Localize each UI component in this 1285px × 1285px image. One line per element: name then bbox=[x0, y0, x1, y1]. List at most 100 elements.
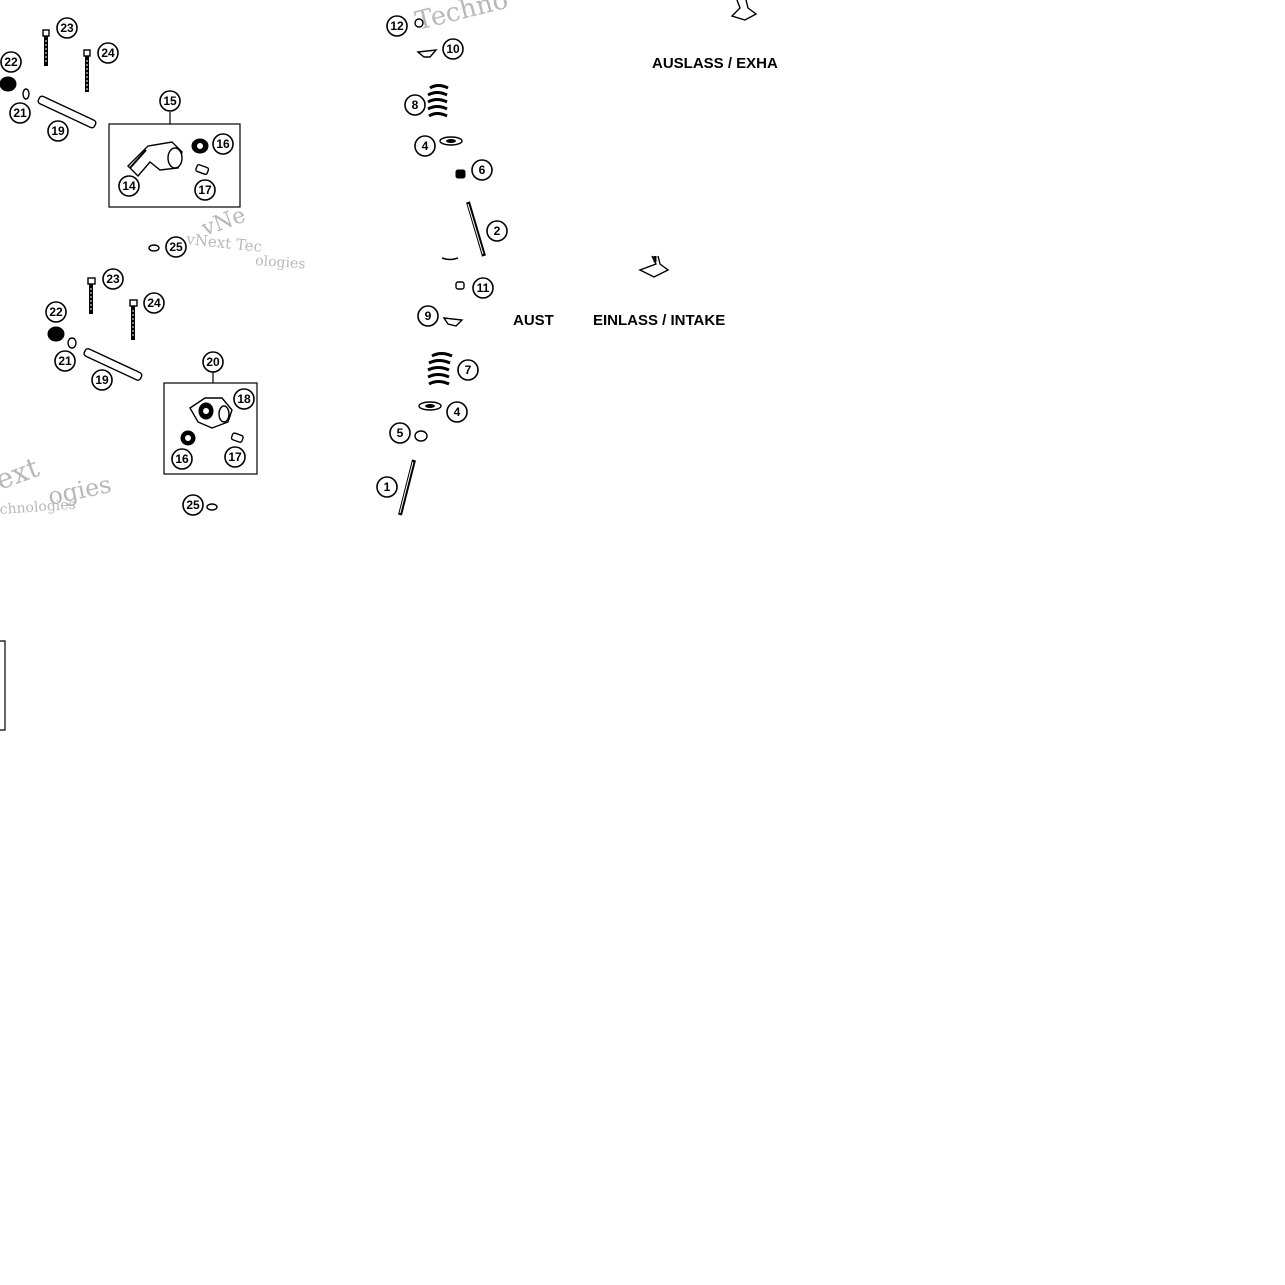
callout: 24 bbox=[97, 42, 119, 64]
rocker-arm-part bbox=[127, 141, 183, 178]
callout-number: 5 bbox=[397, 426, 404, 440]
callout-number: 10 bbox=[446, 42, 460, 56]
callout: 4 bbox=[446, 401, 468, 423]
bolt-part bbox=[83, 49, 91, 92]
callout: 1 bbox=[376, 476, 398, 498]
valve-keeper-part bbox=[414, 18, 424, 28]
callout: 10 bbox=[442, 38, 464, 60]
callout: 6 bbox=[471, 159, 493, 181]
callout: 21 bbox=[54, 350, 76, 372]
exhaust-label: AUSLASS / EXHA bbox=[652, 55, 778, 72]
stem-seal-part bbox=[414, 430, 428, 442]
callout: 24 bbox=[143, 292, 165, 314]
callout-number: 4 bbox=[454, 405, 461, 419]
watermark-text: chnologies bbox=[0, 497, 76, 518]
callout-number: 2 bbox=[494, 224, 501, 238]
callout-number: 15 bbox=[163, 94, 177, 108]
callout: 25 bbox=[165, 236, 187, 258]
watermark-group: Techno vNext Tec vNe ologies ext chnolog… bbox=[0, 0, 511, 518]
pin-part bbox=[148, 244, 160, 252]
callout: 12 bbox=[386, 15, 408, 37]
pin-part bbox=[206, 503, 218, 511]
bolt-part bbox=[129, 299, 138, 340]
callout-number: 21 bbox=[13, 106, 27, 120]
callout-number: 11 bbox=[477, 281, 490, 295]
callout-number: 19 bbox=[95, 373, 109, 387]
callout-number: 23 bbox=[60, 21, 74, 35]
callout: 9 bbox=[417, 305, 439, 327]
callout: 14 bbox=[118, 175, 140, 197]
callout-number: 8 bbox=[412, 98, 419, 112]
callout-number: 14 bbox=[122, 179, 136, 193]
o-ring-part bbox=[67, 337, 77, 349]
exhaust-partial-label: AUST bbox=[513, 312, 554, 329]
callout-number: 25 bbox=[186, 498, 200, 512]
rocker-shaft-part bbox=[37, 95, 97, 129]
callout: 20 bbox=[202, 351, 224, 373]
bolt-part bbox=[42, 29, 50, 66]
rocker-arm-part bbox=[189, 397, 233, 429]
valve-spring-part bbox=[427, 84, 449, 118]
pin-part bbox=[230, 432, 244, 443]
valve-keeper-part bbox=[455, 281, 465, 290]
callout: 8 bbox=[404, 94, 426, 116]
callout-number: 24 bbox=[147, 296, 161, 310]
callout: 11 bbox=[472, 277, 494, 299]
watermark-text: ologies bbox=[255, 253, 306, 272]
callout: 16 bbox=[171, 448, 193, 470]
watermark-text: Techno bbox=[412, 0, 511, 37]
callout-number: 22 bbox=[4, 55, 18, 69]
spring-retainer-part bbox=[442, 317, 464, 327]
callout-number: 7 bbox=[465, 363, 472, 377]
callout: 23 bbox=[56, 17, 78, 39]
callout-number: 12 bbox=[390, 19, 404, 33]
valve-head-part bbox=[730, 0, 758, 21]
rocker-shaft-part bbox=[83, 347, 143, 381]
callout-number: 20 bbox=[206, 355, 220, 369]
frame-bracket bbox=[0, 640, 6, 731]
rocker-arm-box bbox=[163, 382, 258, 475]
callout: 5 bbox=[389, 422, 411, 444]
callout: 15 bbox=[159, 90, 181, 112]
bushing-part bbox=[47, 326, 65, 342]
callout-number: 6 bbox=[479, 163, 486, 177]
callout: 19 bbox=[91, 369, 113, 391]
bolt-part bbox=[87, 277, 96, 314]
rocker-arm-box bbox=[108, 123, 241, 208]
callout: 22 bbox=[0, 51, 22, 73]
callout-number: 25 bbox=[169, 240, 183, 254]
callout-number: 17 bbox=[198, 183, 212, 197]
intake-label: EINLASS / INTAKE bbox=[593, 312, 725, 329]
callout: 17 bbox=[224, 446, 246, 468]
valve-train bbox=[398, 0, 758, 516]
valve-part bbox=[398, 459, 416, 516]
callout: 21 bbox=[9, 102, 31, 124]
callout: 17 bbox=[194, 179, 216, 201]
callout-number: 1 bbox=[384, 480, 391, 494]
pin-part bbox=[195, 164, 210, 176]
o-ring-part bbox=[22, 88, 30, 100]
callout-number: 22 bbox=[49, 305, 63, 319]
callout-number: 19 bbox=[51, 124, 65, 138]
callout: 4 bbox=[414, 135, 436, 157]
valve-part bbox=[466, 201, 486, 257]
callout-number: 21 bbox=[58, 354, 72, 368]
spring-retainer-part bbox=[416, 49, 438, 58]
callout-number: 18 bbox=[237, 392, 251, 406]
callout-number: 9 bbox=[425, 309, 432, 323]
callout: 22 bbox=[45, 301, 67, 323]
callout: 19 bbox=[47, 120, 69, 142]
callout-number: 16 bbox=[216, 137, 230, 151]
stem-seal-part bbox=[455, 169, 466, 179]
callout-number: 16 bbox=[175, 452, 189, 466]
callout: 2 bbox=[486, 220, 508, 242]
callout: 23 bbox=[102, 268, 124, 290]
valve-head-part bbox=[638, 255, 670, 278]
callout-number: 4 bbox=[422, 139, 429, 153]
callout-number: 23 bbox=[106, 272, 120, 286]
watermark-text: ogies bbox=[45, 470, 113, 511]
callout: 25 bbox=[182, 494, 204, 516]
rocker-assembly-top bbox=[0, 29, 241, 252]
valve-spring-part bbox=[427, 352, 453, 386]
